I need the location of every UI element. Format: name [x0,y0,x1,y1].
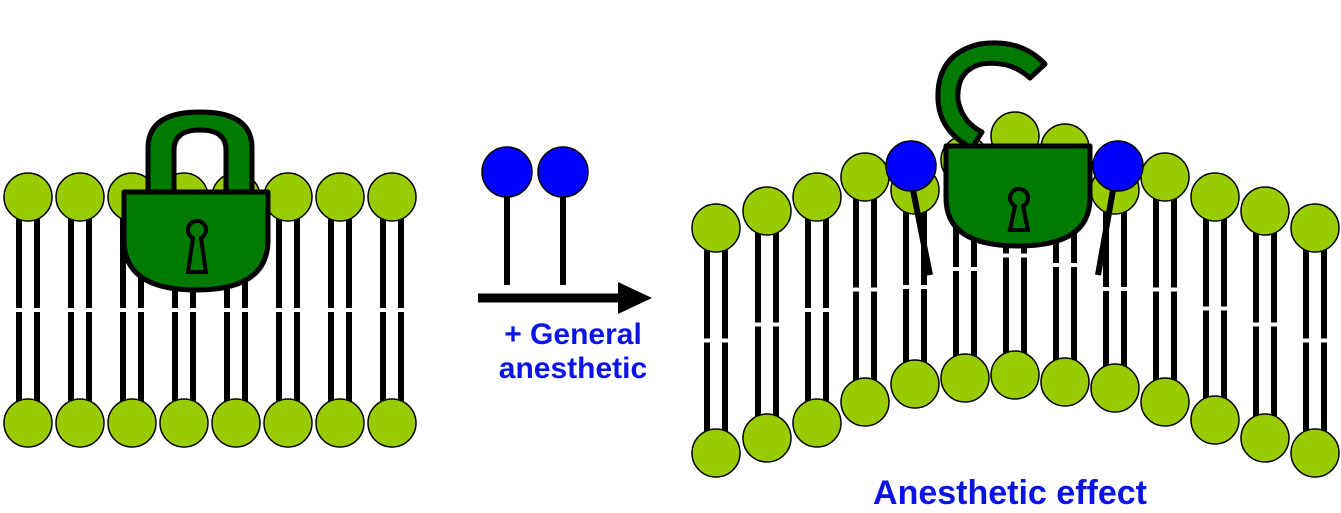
anesthetic-head [481,146,533,198]
lipid-head [315,398,365,448]
lipid-head [211,398,261,448]
anesthetic-head [1092,140,1144,192]
lipid-head [840,152,890,202]
lipid-head [1290,428,1340,478]
open-padlock-icon [935,40,1093,249]
reagent-label-line1: + General [504,318,642,351]
reaction-arrow-icon [478,282,652,314]
anesthetic-molecules [481,146,589,285]
lipid-head [159,398,209,448]
lipid-head [1090,363,1140,413]
lipid-head [1290,203,1340,253]
lipid-head [691,203,741,253]
lipid-head [107,398,157,448]
lipid-head [1140,377,1190,427]
lipid-head [1240,186,1290,236]
lipid-head [742,186,792,236]
lipid-head [990,350,1040,400]
reagent-label: + General anesthetic [478,318,668,386]
lipid-head [3,172,53,222]
lipid-head [890,359,940,409]
anesthetic-head [537,146,589,198]
keyhole-icon [185,218,209,274]
lipid-head [55,398,105,448]
lipid-head [1240,413,1290,463]
anesthetic-head [885,140,937,192]
effect-label: Anesthetic effect [873,474,1147,512]
reagent-label-line2: anesthetic [498,352,648,385]
lipid-head [691,428,741,478]
lipid-head [3,398,53,448]
lipid-head [263,172,313,222]
lipid-head [263,398,313,448]
lipid-head [792,398,842,448]
lipid-head [940,353,990,403]
closed-padlock-icon [121,109,271,293]
inserted-anesthetic [885,140,1144,276]
lipid-head [315,172,365,222]
lipid-head [792,172,842,222]
lipid-head [1190,395,1240,445]
lipid-head [1040,357,1090,407]
lipid-head [367,172,417,222]
lipid-head [55,172,105,222]
lipid-head [1140,152,1190,202]
lipid-head [840,377,890,427]
lipid-head [367,398,417,448]
keyhole-icon [1007,186,1031,232]
lipid-head [742,413,792,463]
lipid-head [1190,172,1240,222]
